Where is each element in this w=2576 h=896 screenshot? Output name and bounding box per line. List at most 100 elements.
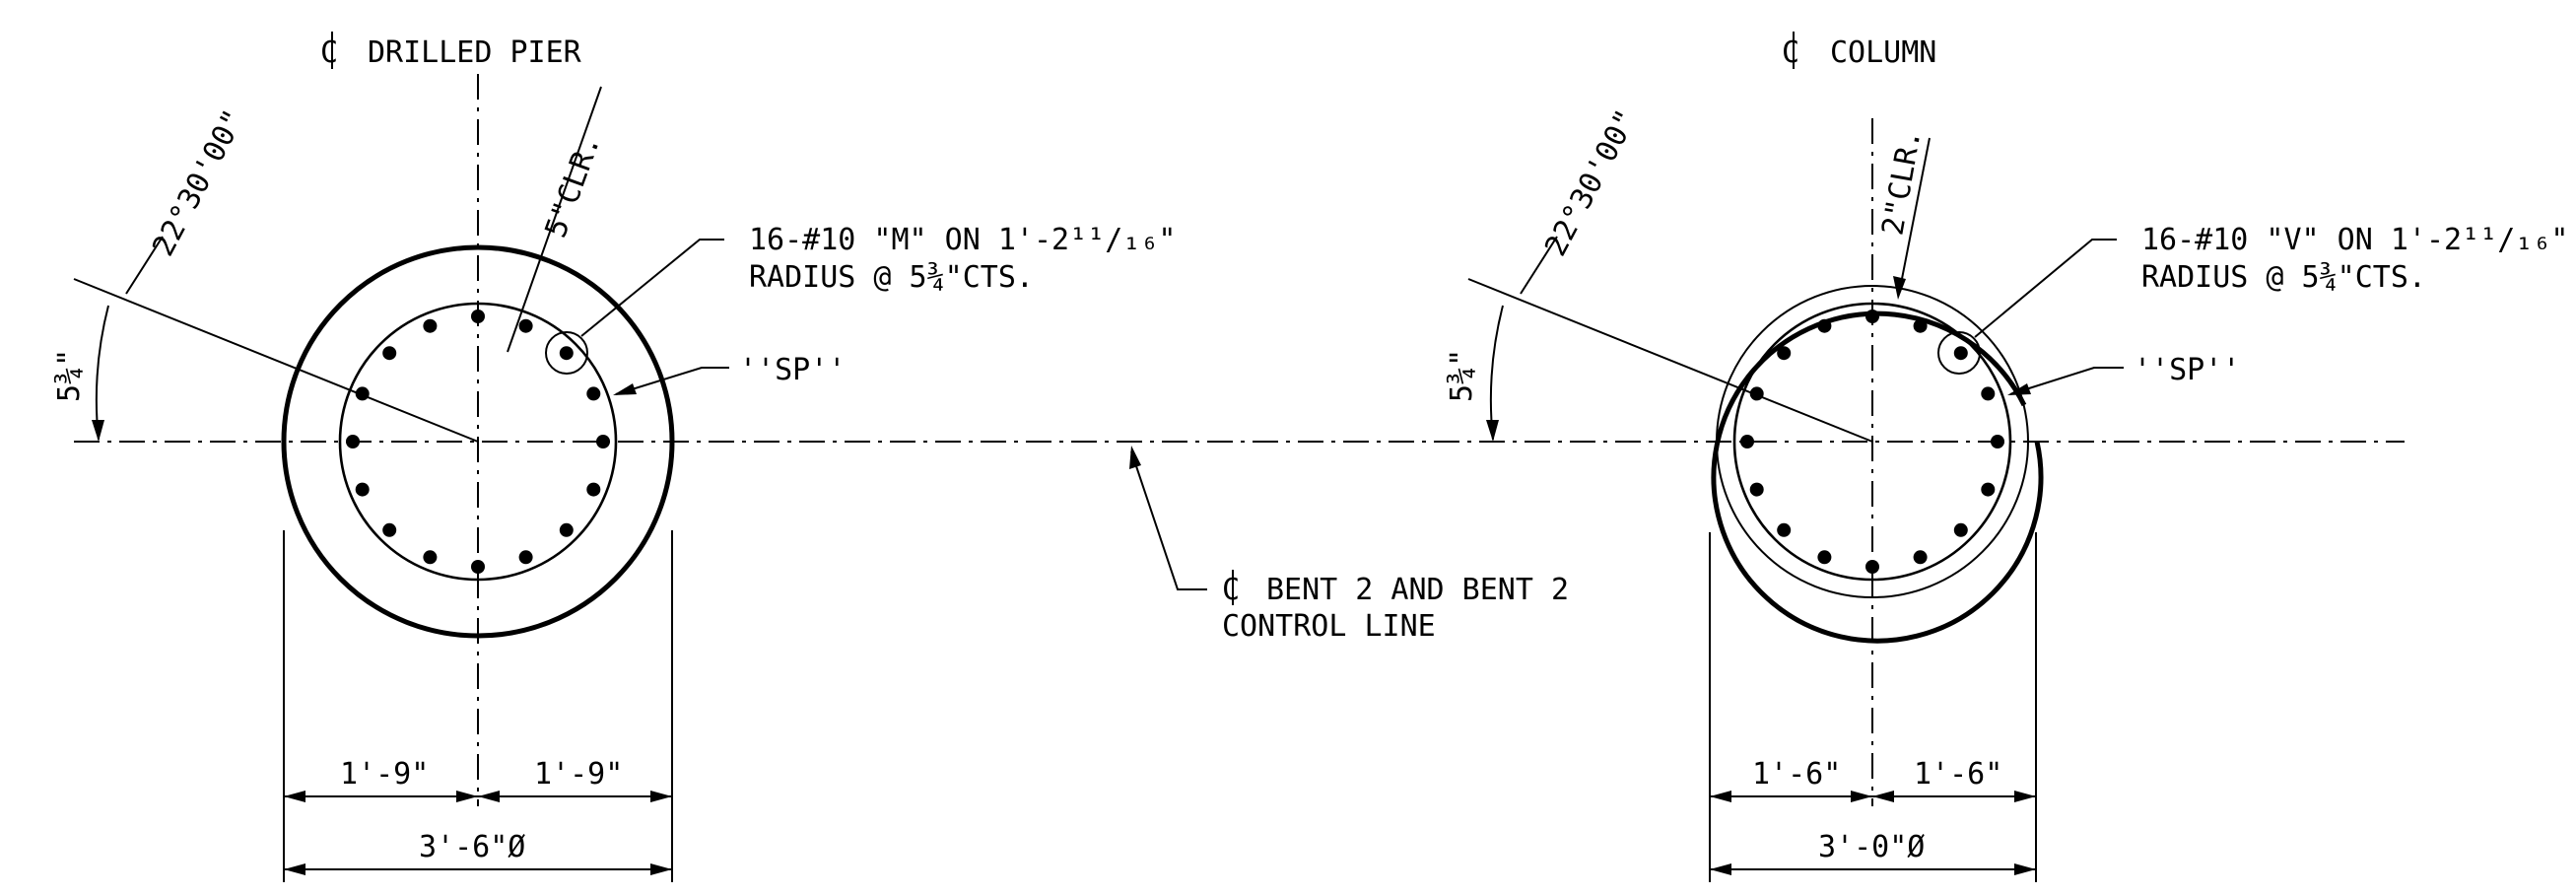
centerline-symbol-icon: C [1782,32,1799,70]
pier-rebar-leader [580,239,724,337]
rebar-dot [471,560,485,574]
pier-spiral-circle [338,302,618,582]
pier-dim-arrow-icon [650,863,672,875]
column-clear-arrow-icon [1893,276,1906,300]
rebar-dot [586,482,601,497]
pier-dim-left: 1'-9" [340,757,429,792]
bent-label-line1: BENT 2 AND BENT 2 [1266,573,1569,607]
column-dim-total: 3'-0"Ø [1818,830,1925,864]
pier-angle-leader [125,236,164,295]
rebar-dot [471,310,485,323]
column-angle-arc [1489,305,1504,441]
rebar-dot [1749,482,1764,497]
pier-angle-ray [73,278,479,443]
rebar-dot [1817,318,1832,333]
rebar-dot [1953,346,1968,361]
pier-dim-right: 1'-9" [534,757,623,792]
bent-label-line2: CONTROL LINE [1222,609,1436,644]
pier-angle-arc [95,305,109,441]
column-title: COLUMN [1830,35,1936,70]
rebar-dot [518,550,533,565]
bent-callout: C BENT 2 AND BENT 2 CONTROL LINE [1129,446,1569,644]
bent-arrow-icon [1129,446,1141,469]
pier-clear-leader [507,86,602,353]
column-dim-arrow-icon [2014,863,2036,875]
rebar-dot [423,318,438,333]
rebar-dot [518,318,533,333]
pier-angle-label: 22°30'00" [146,104,251,262]
column-rebar-line2: RADIUS @ 5¾"CTS. [2141,260,2426,295]
column-spiral-arrow-icon [2007,383,2031,395]
rebar-dot [559,522,574,537]
rebar-dot [559,346,574,361]
column-angle-label: 22°30'00" [1538,104,1644,262]
pier-dim-arrow-icon [284,863,305,875]
rebar-dot [1817,550,1832,565]
pier-title: DRILLED PIER [368,35,582,70]
column-dim-arrow-icon [2014,791,2036,802]
svg-text:C: C [1782,35,1799,70]
rebar-dot [1913,550,1928,565]
centerline-symbol-icon: C [1222,570,1240,607]
column-dim-right: 1'-6" [1914,757,2002,792]
bent-leader [1130,450,1207,590]
column-dim-arrow-icon [1872,791,1894,802]
column-dim-left: 1'-6" [1752,757,1841,792]
column-dim-arrow-icon [1710,791,1731,802]
column-bar-callout-circle [1937,331,1981,375]
pier-spiral-leader [615,367,729,395]
rebar-dot [1981,386,1996,401]
column-clear-leader [1899,137,1931,290]
pier-rebar-line2: RADIUS @ 5¾"CTS. [749,260,1034,295]
column-section: C COLUMN 16-#10 "V" ON 1'-2¹¹/₁₆" RADIUS… [1445,32,2568,882]
rebar-dot [346,435,360,448]
rebar-dot [1777,522,1792,537]
rebar-dot [1913,318,1928,333]
rebar-dot [1991,435,2004,448]
pier-dim-arrow-icon [650,791,672,802]
rebar-dot [1865,310,1879,323]
rebar-dot [1865,560,1879,574]
column-spiral-leader [2009,367,2124,395]
drilled-pier-section: C DRILLED PIER 16-#10 "M" ON 1'-2¹¹/₁₆" … [52,32,1176,882]
centerline-symbol-icon: C [320,32,338,70]
column-rebar-line1: 16-#10 "V" ON 1'-2¹¹/₁₆" [2141,223,2568,257]
pier-rebar-line1: 16-#10 "M" ON 1'-2¹¹/₁₆" [749,223,1176,257]
pier-spiral-arrow-icon [613,383,637,395]
column-dim-arrow-icon [1851,791,1872,802]
pier-clear-label: 5"CLR. [539,130,608,242]
rebar-dot [423,550,438,565]
rebar-dot [596,435,610,448]
column-angle-arrow-icon [1486,420,1499,442]
pier-angle-arrow-icon [92,420,104,442]
column-rebar-group [1740,310,2004,574]
rebar-dot [382,346,397,361]
rebar-dot [355,482,370,497]
column-spiral-circle [1732,302,2012,582]
column-spacing-label: 5¾" [1445,349,1479,402]
column-dim-arrow-icon [1710,863,1731,875]
pier-bar-callout-circle [545,331,588,375]
rebar-dot [382,522,397,537]
rebar-dot [1953,522,1968,537]
rebar-dot [1777,346,1792,361]
pier-dim-arrow-icon [456,791,478,802]
column-rebar-leader [1974,239,2117,338]
svg-text:C: C [320,35,338,70]
pier-dim-total: 3'-6"Ø [419,830,525,864]
rebar-dot [586,386,601,401]
column-face-circle [1716,285,2029,598]
column-spiral-label: ''SP'' [2134,353,2240,387]
pier-spiral-label: ''SP'' [739,353,846,387]
column-angle-ray [1467,278,1873,443]
rebar-dot [1981,482,1996,497]
pier-dim-arrow-icon [284,791,305,802]
pier-dim-arrow-icon [478,791,500,802]
rebar-dot [1740,435,1754,448]
svg-text:C: C [1222,573,1240,607]
pier-spacing-label: 5¾" [52,349,87,402]
column-outer-arc [1711,310,2044,644]
pier-outer-circle [281,244,675,639]
pier-rebar-group [346,310,610,574]
